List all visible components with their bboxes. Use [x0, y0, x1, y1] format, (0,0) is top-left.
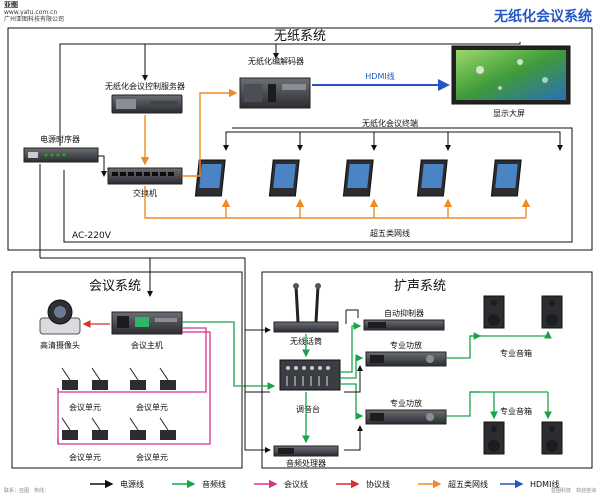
power-amp-1: [365, 351, 447, 367]
unit-2: [91, 367, 108, 390]
audio-mixer: [279, 359, 341, 391]
legend-label-4: 超五类网线: [448, 479, 488, 489]
conference-section-title: 会议系统: [89, 279, 141, 294]
paperless-frame: [7, 27, 593, 251]
unit-label-4: 会议单元: [136, 452, 168, 462]
terminal-2: [268, 159, 300, 197]
hd-camera: [39, 299, 81, 335]
feedback-suppressor: [363, 319, 445, 331]
unit-6: [91, 417, 108, 440]
media-decoder: [239, 77, 311, 109]
speakers-bottom: [483, 421, 563, 455]
unit-label-2: 会议单元: [136, 402, 168, 412]
cat5-bus: [144, 186, 526, 219]
paperless-section-title: 无纸系统: [274, 29, 326, 44]
speaker-bottom-label: 专业音箱: [500, 406, 532, 416]
host-label: 会议主机: [131, 340, 163, 350]
display-screen: [451, 45, 571, 105]
conference-line-top: [57, 327, 207, 393]
unit-label-1: 会议单元: [69, 402, 101, 412]
ac-power-loop: [63, 127, 573, 243]
terminal-power-bus: [225, 131, 561, 150]
audio-processor: [273, 445, 339, 457]
terminal-1: [194, 159, 226, 197]
power-amp-2: [365, 409, 447, 425]
brand-company: 广州亚图科技有限公司: [4, 16, 65, 23]
terminal-5: [490, 159, 522, 197]
speaker-1: [483, 295, 505, 329]
mixer-feedback-audio: [340, 322, 362, 373]
unit-8: [159, 417, 176, 440]
brand-url: www.yatu.com.cn: [4, 9, 58, 16]
display-label: 显示大屏: [493, 108, 525, 118]
pa-frame: [261, 271, 593, 469]
amp-2-label: 专业功放: [390, 398, 422, 408]
ac-label: AC-220V: [72, 231, 112, 241]
power-sequencer: [23, 147, 99, 163]
mixer-label: 调音台: [296, 404, 320, 414]
amp-1-label: 专业功放: [390, 340, 422, 350]
terminal-group: [194, 159, 522, 197]
camera-label: 高清摄像头: [40, 340, 80, 350]
wireless-mic: [273, 283, 339, 333]
conference-host: [111, 311, 183, 335]
mixer-amp1-audio: [340, 354, 364, 379]
unit-1: [61, 367, 78, 390]
legend-label-0: 电源线: [120, 479, 144, 489]
legend-label-5: HDMI线: [530, 479, 559, 489]
server-label: 无纸化会议控制服务器: [105, 81, 185, 91]
legend: 电源线 音频线 会议线 协议线 超五类网线 HDMI线: [90, 479, 559, 489]
conference-units: [61, 367, 176, 440]
terminal-4: [416, 159, 448, 197]
legend-label-2: 会议线: [284, 479, 308, 489]
legend-label-3: 协议线: [366, 479, 390, 489]
terminals-label: 无纸化会议终端: [362, 118, 418, 128]
unit-5: [61, 417, 78, 440]
brand-logo: 亚图 www.yatu.com.cn 广州亚图科技有限公司: [4, 1, 65, 24]
footer-right: 亚图科技 欢迎咨询: [550, 488, 596, 494]
switch-decoder-link: [182, 88, 238, 177]
unit-4: [159, 367, 176, 390]
control-server: [111, 94, 183, 114]
amp2-speaker-audio: [446, 391, 480, 417]
mixer-amp2-audio: [340, 383, 364, 420]
hdmi-label: HDMI线: [365, 71, 394, 81]
footer-left: 联系：亚图 热线：: [4, 488, 50, 494]
pa-section-title: 扩声系统: [394, 279, 446, 294]
speakers-top: [483, 295, 563, 329]
host-mixer-audio: [182, 321, 276, 390]
sequencer-top-power: [59, 42, 521, 146]
feedback-label: 自动抑制器: [384, 308, 424, 318]
speaker-2: [541, 295, 563, 329]
cat5-label: 超五类网线: [370, 228, 410, 238]
decoder-label: 无纸化编解码器: [248, 56, 304, 66]
network-switch: [107, 167, 183, 185]
unit-7: [129, 417, 146, 440]
processor-label: 音频处理器: [286, 458, 326, 468]
amp1-speaker-audio: [446, 332, 482, 359]
speaker-top-label: 专业音箱: [500, 348, 532, 358]
brand-name: 亚图: [4, 1, 18, 9]
legend-label-1: 音频线: [202, 479, 226, 489]
terminal-3: [342, 159, 374, 197]
page-title: 无纸化会议系统: [494, 9, 592, 25]
unit-3: [129, 367, 146, 390]
conference-frame: [11, 271, 243, 469]
unit-label-3: 会议单元: [69, 452, 101, 462]
speaker-3: [483, 421, 505, 455]
speaker-4: [541, 421, 563, 455]
